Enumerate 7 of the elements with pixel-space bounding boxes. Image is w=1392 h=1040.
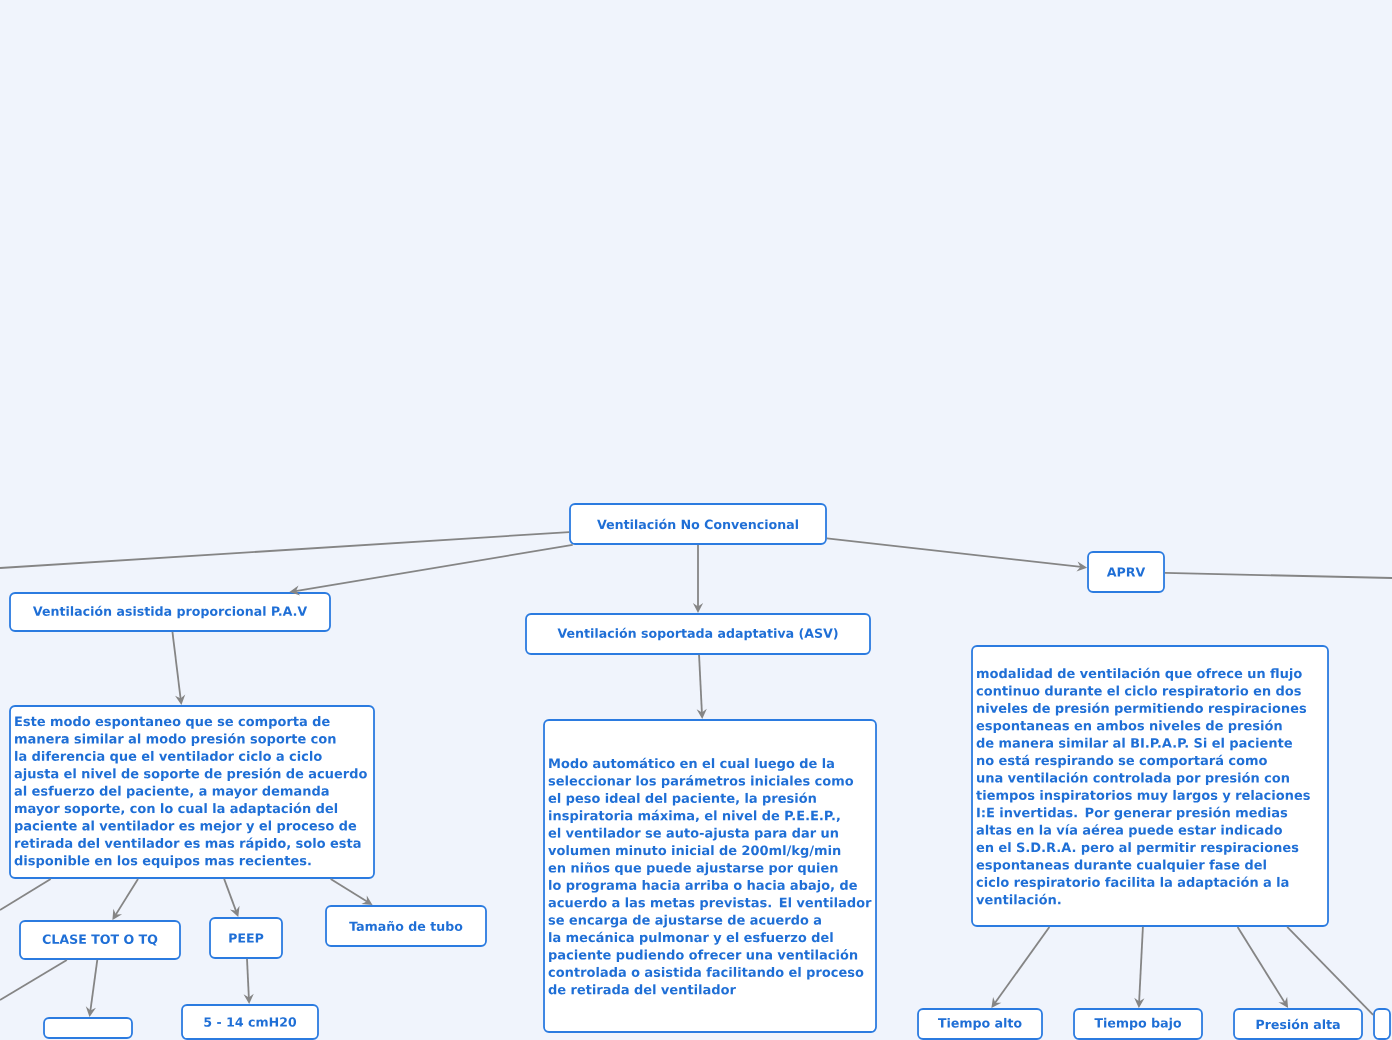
connector-line: [1286, 926, 1374, 1016]
empty-box: [1373, 1008, 1391, 1040]
connector-line: [0, 878, 52, 911]
connector-line: [1164, 572, 1392, 579]
connector-line: [0, 531, 570, 569]
connector-line: [0, 959, 68, 1001]
empty-box: [43, 1017, 133, 1039]
